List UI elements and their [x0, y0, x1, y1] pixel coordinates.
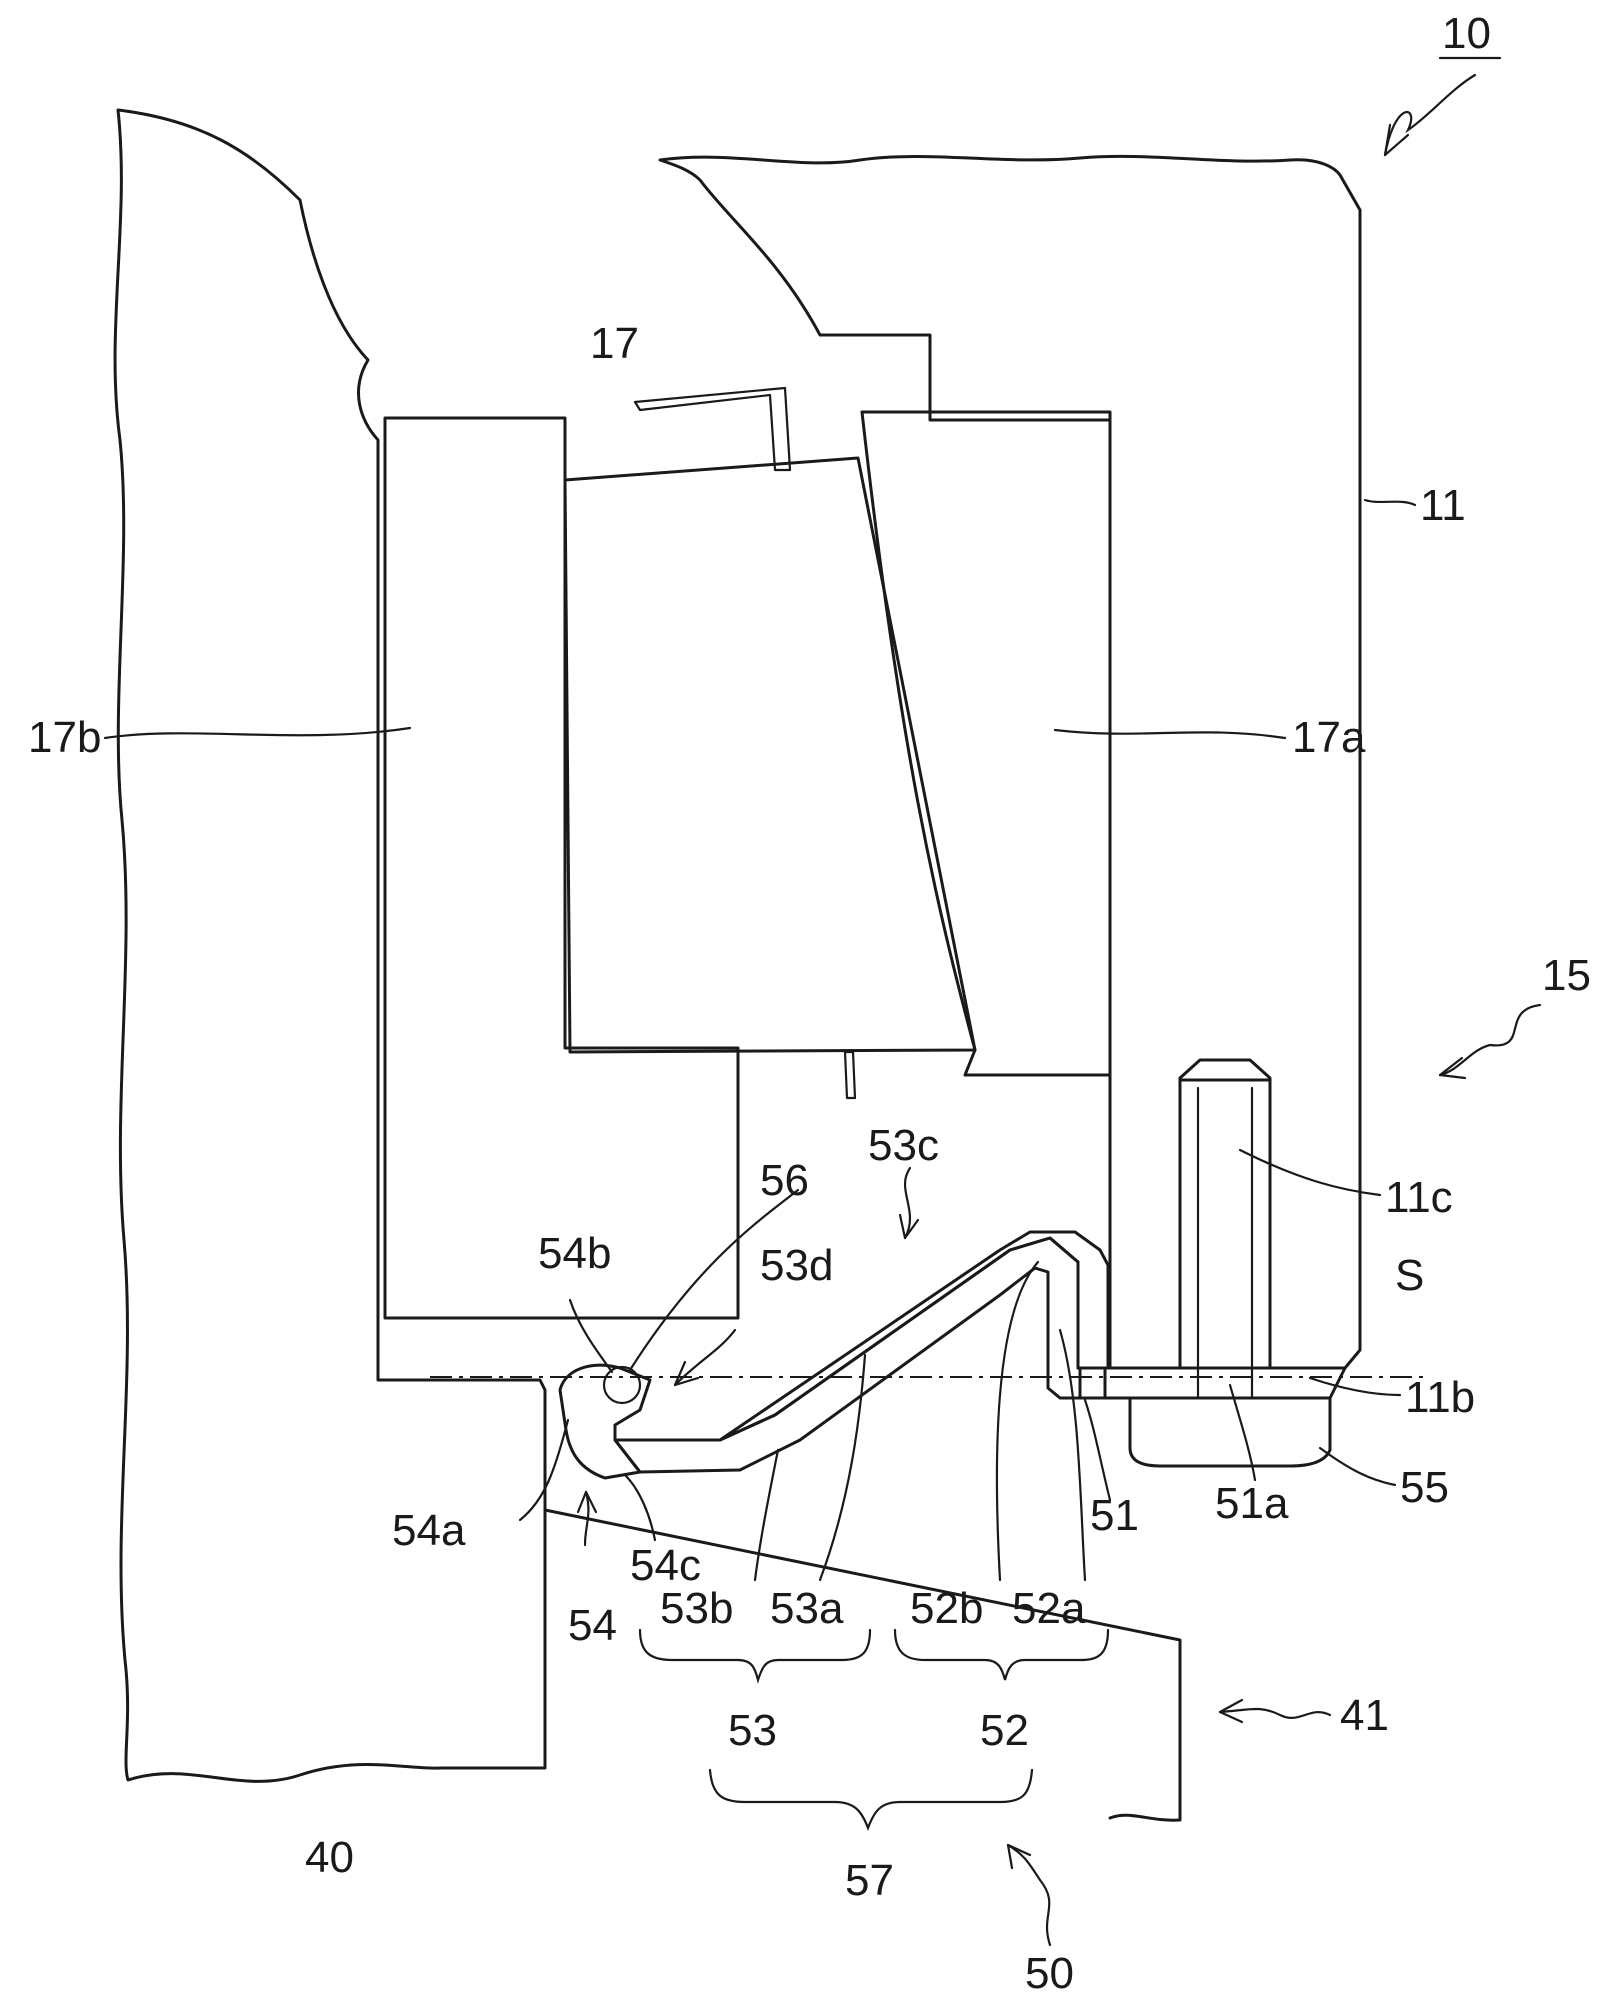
- arrow-10: [1383, 73, 1477, 157]
- label-11b: 11b: [1405, 1373, 1475, 1422]
- label-54b: 54b: [538, 1229, 611, 1278]
- label-56: 56: [760, 1156, 809, 1205]
- shaft-40: [113, 108, 547, 1783]
- leader-54c: [623, 1473, 657, 1542]
- arrow-53d: [673, 1328, 737, 1387]
- label-53b: 53b: [660, 1584, 733, 1633]
- label-50: 50: [1025, 1949, 1074, 1995]
- leader-54a: [518, 1418, 570, 1522]
- seal-rubber-54: [558, 1230, 1110, 1480]
- brace-52: [893, 1628, 1110, 1681]
- arrow-10-head: [1383, 123, 1410, 157]
- housing-11: [658, 154, 1362, 1370]
- arrow-53c: [903, 1166, 912, 1240]
- label-52b: 52b: [910, 1584, 983, 1633]
- leader-55: [1318, 1446, 1397, 1487]
- label-52: 52: [980, 1706, 1029, 1755]
- arrow-54: [583, 1490, 590, 1547]
- arrow-15-head: [1438, 1056, 1467, 1080]
- brace-53: [638, 1628, 872, 1684]
- leader-53b: [753, 1448, 780, 1582]
- leader-11: [1363, 498, 1417, 507]
- roller-17: [563, 456, 977, 1054]
- label-53c: 53c: [868, 1121, 939, 1170]
- leader-17a: [1053, 728, 1287, 740]
- leader-17b: [103, 726, 412, 740]
- leader-56: [628, 1188, 800, 1372]
- label-51: 51: [1090, 1491, 1139, 1540]
- cage-top: [633, 386, 792, 472]
- outer-ring-17a: [860, 410, 1112, 1077]
- label-40: 40: [305, 1833, 354, 1882]
- bolt-head-55: [1128, 1396, 1332, 1468]
- arrow-54-head: [576, 1490, 598, 1514]
- arrow-41-head: [1218, 1698, 1244, 1724]
- label-51a: 51a: [1215, 1479, 1289, 1528]
- label-57: 57: [845, 1856, 894, 1905]
- flange-11b: [1078, 1366, 1347, 1400]
- label-55: 55: [1400, 1463, 1449, 1512]
- leader-51a: [1228, 1383, 1257, 1482]
- label-17a: 17a: [1292, 713, 1366, 762]
- arrow-41: [1218, 1707, 1332, 1719]
- arrow-53c-head: [898, 1213, 920, 1240]
- leader-11b: [1308, 1376, 1402, 1397]
- brace-57: [708, 1768, 1034, 1832]
- label-41: 41: [1340, 1691, 1389, 1740]
- leader-52a: [1058, 1328, 1087, 1582]
- label-53a: 53a: [770, 1584, 844, 1633]
- label-17b: 17b: [28, 713, 101, 762]
- label-54a: 54a: [392, 1506, 466, 1555]
- label-11: 11: [1420, 481, 1466, 530]
- member-41: [543, 1508, 1182, 1822]
- arrow-50-head: [1006, 1843, 1032, 1870]
- label-17: 17: [590, 319, 639, 368]
- label-54c: 54c: [630, 1541, 701, 1590]
- contact-56-circle: [602, 1365, 642, 1405]
- label-54: 54: [568, 1601, 617, 1650]
- label-11c: 11c: [1385, 1173, 1453, 1222]
- leader-52b: [995, 1260, 1040, 1582]
- label-52a: 52a: [1012, 1584, 1086, 1633]
- inner-ring-17b: [383, 416, 740, 1320]
- bolt-hole-11c: [1178, 1078, 1272, 1370]
- cage-bottom: [843, 1050, 857, 1100]
- leader-51: [1083, 1398, 1112, 1502]
- leader-54b: [568, 1298, 614, 1374]
- leader-11c: [1238, 1148, 1382, 1197]
- label-S: S: [1395, 1251, 1424, 1300]
- label-53: 53: [728, 1706, 777, 1755]
- ref-10: 10: [1442, 9, 1491, 58]
- arrow-53d-head: [673, 1360, 700, 1387]
- label-15: 15: [1542, 951, 1591, 1000]
- arrow-50: [1006, 1843, 1052, 1947]
- leader-53a: [818, 1353, 867, 1582]
- arrow-15: [1438, 1003, 1542, 1077]
- label-53d: 53d: [760, 1241, 833, 1290]
